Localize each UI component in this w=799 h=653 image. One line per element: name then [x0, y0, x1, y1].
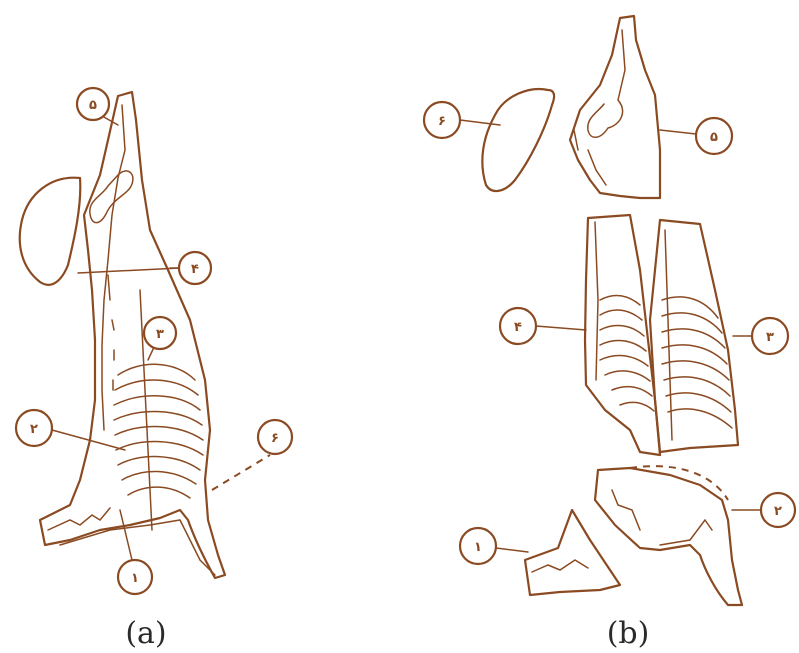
cut-b-flank-piece — [482, 89, 554, 191]
callout-b-6: ۶ — [424, 102, 460, 138]
callout-a-4: ۴ — [179, 252, 211, 284]
callout-b-2: ۲ — [761, 493, 795, 527]
svg-text:۵: ۵ — [89, 98, 97, 113]
carcass-a-ribs — [114, 364, 203, 498]
callout-a-2: ۲ — [16, 410, 52, 446]
callout-a-1: ۱ — [118, 560, 152, 594]
carcass-a-flank-piece — [20, 178, 81, 285]
svg-text:۴: ۴ — [514, 320, 522, 335]
svg-text:۳: ۳ — [766, 330, 774, 345]
svg-text:۱: ۱ — [131, 571, 139, 586]
svg-text:۱: ۱ — [474, 540, 482, 555]
carcass-a-outline — [40, 92, 225, 578]
callout-a-3: ۳ — [144, 317, 176, 349]
cut-b-right-ribs — [650, 220, 738, 452]
panel-b-cuts: ۶ ۵ ۴ ۳ ۲ ۱ (b) — [424, 16, 795, 651]
svg-text:۶: ۶ — [271, 431, 279, 446]
carcass-a-horizontal-cut — [78, 268, 180, 273]
panel-a-carcass: ۵ ۴ ۳ ۲ ۶ ۱ (a) — [16, 88, 292, 651]
svg-text:۲: ۲ — [30, 422, 38, 437]
svg-text:۵: ۵ — [710, 130, 718, 145]
cut-b-right-rib-lines — [662, 230, 732, 440]
callout-b-4: ۴ — [500, 308, 536, 344]
callout-b-3: ۳ — [752, 318, 788, 354]
svg-text:۴: ۴ — [191, 262, 199, 277]
svg-text:۲: ۲ — [774, 504, 782, 519]
callout-a-6: ۶ — [258, 420, 292, 454]
cut-b-neck — [570, 16, 660, 198]
callout-b-5: ۵ — [696, 118, 732, 154]
caption-a: (a) — [125, 616, 166, 651]
callout-b-1: ۱ — [460, 528, 496, 564]
svg-text:۶: ۶ — [438, 114, 446, 129]
callout-a-5: ۵ — [77, 88, 109, 120]
svg-text:۳: ۳ — [156, 327, 164, 342]
caption-b: (b) — [607, 616, 650, 651]
cut-b-shank — [525, 510, 620, 595]
